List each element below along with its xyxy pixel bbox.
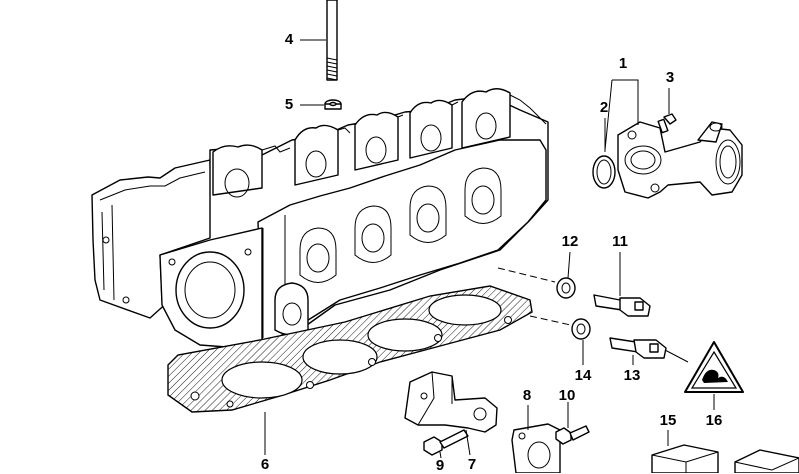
callout-6: 6 <box>260 456 270 473</box>
callout-4: 4 <box>284 31 294 48</box>
cylinder-head <box>91 88 549 351</box>
assembly-line-upper <box>497 267 556 283</box>
callout-1: 1 <box>618 55 628 72</box>
warning-label-icon <box>684 341 744 393</box>
callout-14: 14 <box>574 367 592 384</box>
seal-ring <box>571 318 591 340</box>
temperature-sensor <box>609 337 667 359</box>
o-ring <box>592 155 616 189</box>
callout-15: 15 <box>659 412 677 429</box>
cylinder-head-bolt <box>326 0 338 81</box>
assembly-line-lower <box>529 315 576 327</box>
leader-lines <box>264 39 715 459</box>
callout-9: 9 <box>435 457 445 474</box>
coolant-flange <box>617 121 743 199</box>
callout-10: 10 <box>558 387 576 404</box>
package-partial <box>734 449 799 473</box>
callout-13: 13 <box>623 367 641 384</box>
washer <box>324 99 342 110</box>
engine-lifting-bracket <box>404 371 498 433</box>
callout-7: 7 <box>467 456 477 473</box>
seal-ring <box>556 277 576 299</box>
callout-8: 8 <box>522 387 532 404</box>
temperature-sensor <box>593 294 651 317</box>
callout-3: 3 <box>665 69 675 86</box>
callout-5: 5 <box>284 96 294 113</box>
hex-bolt <box>555 425 590 445</box>
hex-bolt <box>423 429 469 456</box>
callout-2: 2 <box>599 99 609 116</box>
callout-12: 12 <box>561 233 579 250</box>
engine-lifting-eye <box>511 423 561 473</box>
callout-11: 11 <box>612 233 628 250</box>
screw <box>657 113 677 134</box>
callout-16: 16 <box>705 412 723 429</box>
cylinder-head-gasket <box>167 285 533 413</box>
sealant-package <box>651 444 719 473</box>
